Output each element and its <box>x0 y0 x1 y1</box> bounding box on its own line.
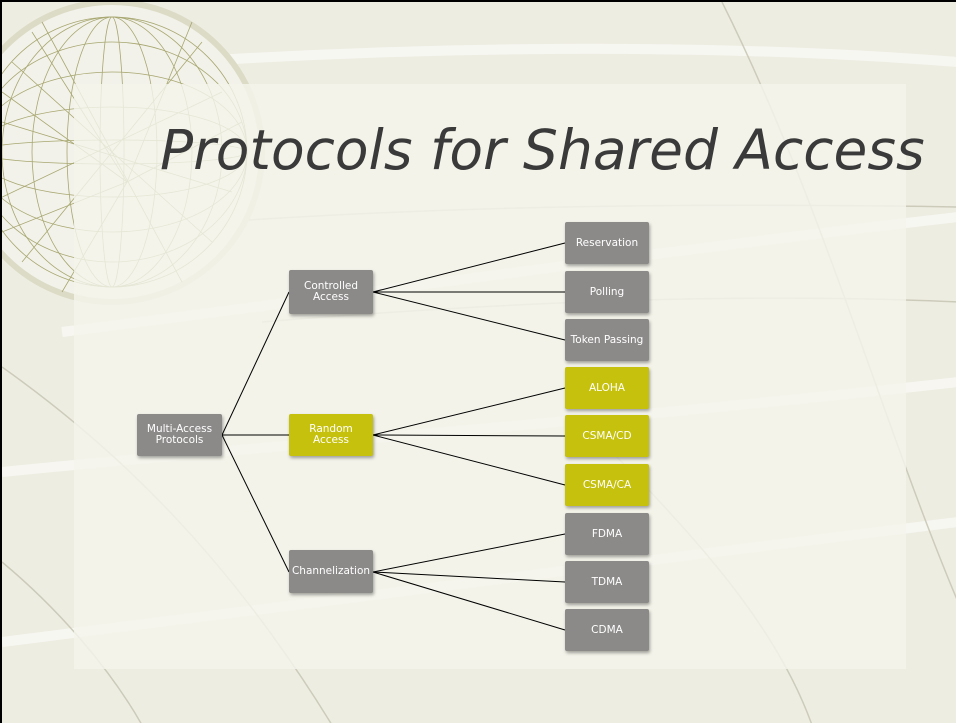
node-label: Token Passing <box>570 333 644 346</box>
node-label: Polling <box>589 285 625 298</box>
connector-channel-cdma <box>372 571 566 631</box>
node-label: CSMA/CD <box>582 429 632 442</box>
node-channelization: Channelization <box>289 550 373 593</box>
node-label: Multi-Access Protocols <box>146 423 213 446</box>
node-label: FDMA <box>591 527 623 540</box>
node-polling: Polling <box>565 271 649 313</box>
node-csma-ca: CSMA/CA <box>565 464 649 506</box>
node-label: ALOHA <box>588 381 625 394</box>
node-reservation: Reservation <box>565 222 649 264</box>
node-label: CDMA <box>591 623 623 636</box>
node-token-passing: Token Passing <box>565 319 649 361</box>
connector-random-csmacd <box>372 434 566 437</box>
connector-root-channelization <box>221 434 290 573</box>
node-label: Controlled Access <box>304 280 358 303</box>
content-panel <box>74 84 906 669</box>
node-label: CSMA/CA <box>582 478 632 491</box>
node-multi-access-protocols: Multi-Access Protocols <box>137 414 222 456</box>
node-label: Random Access <box>309 423 353 446</box>
node-label: Reservation <box>575 236 639 249</box>
connector-channel-tdma <box>372 571 566 583</box>
node-controlled-access: Controlled Access <box>289 270 373 314</box>
connector-random-csmaca <box>372 434 566 486</box>
node-random-access: Random Access <box>289 414 373 456</box>
node-aloha: ALOHA <box>565 367 649 409</box>
connector-controlled-token <box>372 291 566 341</box>
connector-controlled-reservation <box>372 242 566 293</box>
node-label: TDMA <box>591 575 623 588</box>
connector-root-controlled <box>221 291 290 436</box>
node-cdma: CDMA <box>565 609 649 651</box>
node-fdma: FDMA <box>565 513 649 555</box>
node-tdma: TDMA <box>565 561 649 603</box>
connector-channel-fdma <box>372 533 566 573</box>
node-label: Channelization <box>291 565 371 577</box>
connector-random-aloha <box>372 387 566 436</box>
node-csma-cd: CSMA/CD <box>565 415 649 457</box>
slide-title: Protocols for Shared Access <box>160 118 925 182</box>
